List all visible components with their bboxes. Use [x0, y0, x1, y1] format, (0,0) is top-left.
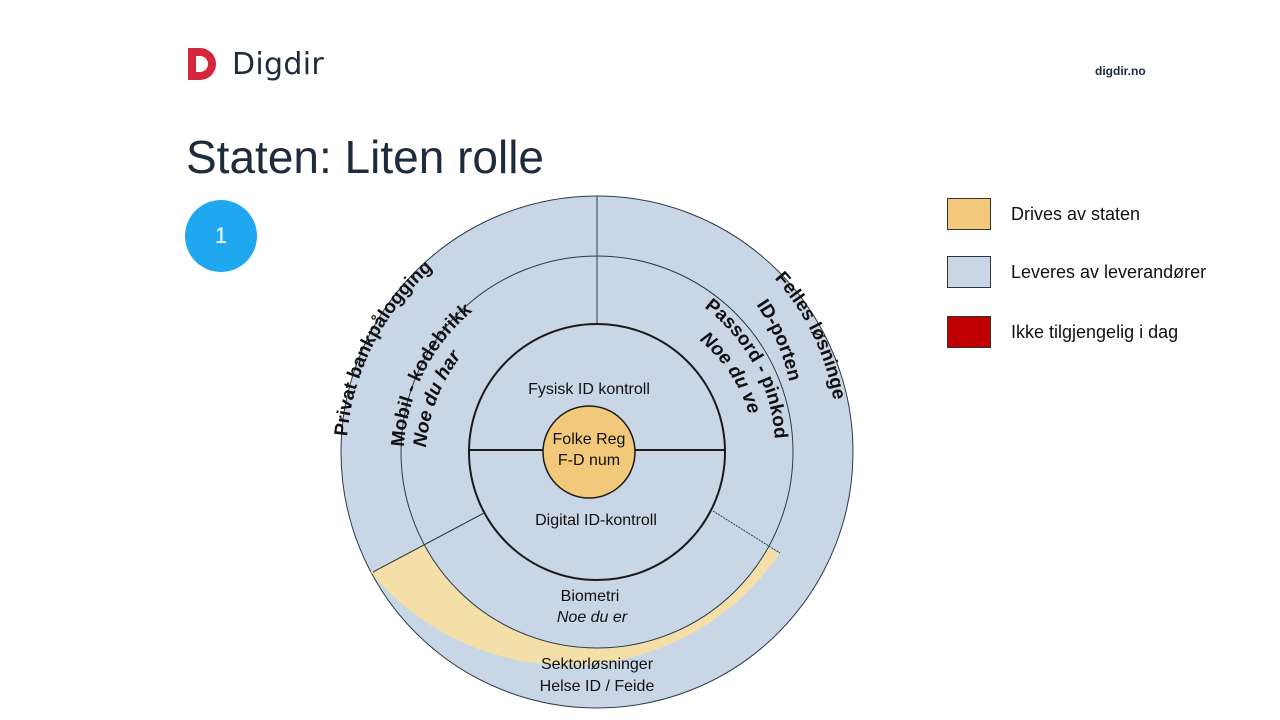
middle-left-label-line1-path: Mobil - kodebrikke	[0, 0, 476, 448]
brand-name: Digdir	[232, 46, 324, 82]
legend-item-supplier: Leveres av leverandører	[947, 256, 1206, 288]
core-circle	[542, 405, 636, 499]
site-link[interactable]: digdir.no	[1095, 64, 1146, 78]
outer-bottom-label-line1: Sektorløsninger	[541, 656, 654, 673]
outer-bottom-label-line2: Helse ID / Feide	[540, 678, 655, 695]
digdir-logo-icon	[188, 48, 216, 80]
inner-bottom-label: Digital ID-kontroll	[535, 512, 657, 529]
legend-swatch-unavailable	[947, 316, 991, 348]
divider-right	[712, 510, 781, 554]
divider-left	[372, 512, 485, 573]
legend-swatch-supplier	[947, 256, 991, 288]
legend-label-supplier: Leveres av leverandører	[1011, 261, 1207, 282]
logo: Digdir	[186, 46, 324, 82]
slide-number-badge: 1	[185, 200, 257, 272]
middle-bottom-label-line1: Biometri	[561, 588, 620, 605]
middle-bottom-label-line2: Noe du er	[557, 609, 628, 626]
legend-item-unavailable: Ikke tilgjengelig i dag	[947, 316, 1178, 348]
core-label-line2: F-D num	[558, 452, 620, 469]
inner-top-label: Fysisk ID kontroll	[528, 381, 650, 398]
page-title: Staten: Liten rolle	[186, 131, 545, 183]
middle-left-label-line1: Mobil - kodebrikke	[0, 0, 476, 448]
legend-label-state: Drives av staten	[1011, 203, 1141, 224]
legend-swatch-state	[947, 198, 991, 230]
legend-item-state: Drives av staten	[947, 198, 1140, 230]
legend-label-unavailable: Ikke tilgjengelig i dag	[1011, 321, 1179, 342]
core-label-line1: Folke Reg	[553, 431, 626, 448]
